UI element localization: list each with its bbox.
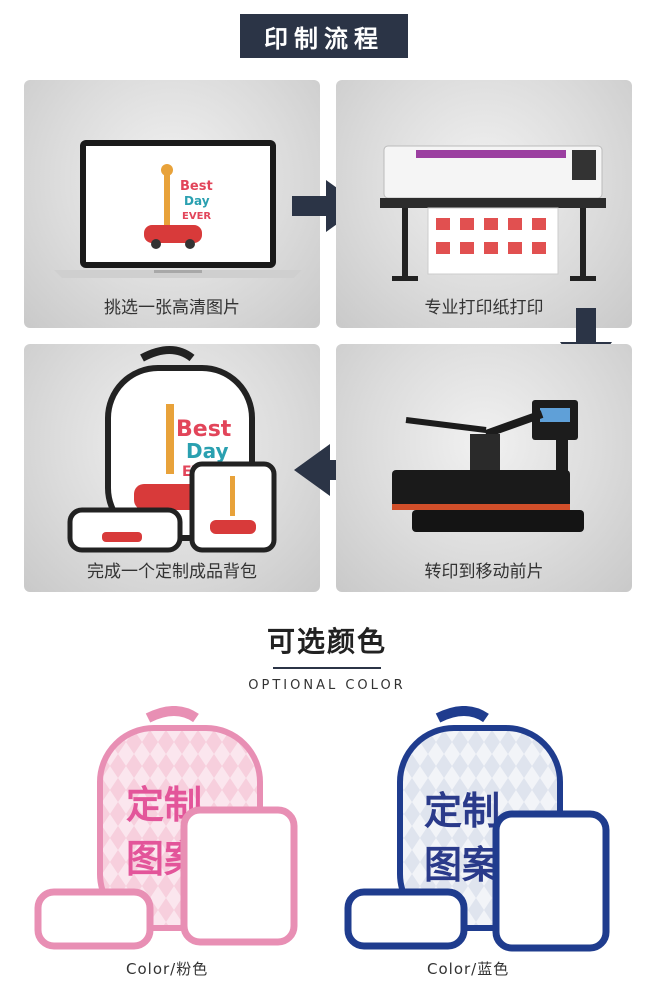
artwork-text-day: Day <box>184 194 210 208</box>
arrow-down-icon <box>560 308 612 378</box>
step-panel-finished-backpack: Best Day EVER 完成一个定制成品背包 <box>24 344 320 592</box>
step-caption: 专业打印纸打印 <box>424 298 544 318</box>
step-caption: 完成一个定制成品背包 <box>87 562 257 582</box>
arrow-left-icon <box>294 444 364 496</box>
backpack-set-illustration: Best Day EVER <box>67 346 277 553</box>
step-panel-select-image: Best Day EVER 挑选一张高清图片 <box>24 80 320 328</box>
process-title: 印制流程 <box>264 24 384 53</box>
color-option-blue-label: Color/蓝色 <box>427 960 510 978</box>
color-option-pink-label: Color/粉色 <box>126 960 209 978</box>
colors-section-title: 可选颜色 <box>266 625 387 658</box>
blue-backpack-set: 定制 图案 <box>344 706 610 952</box>
blue-print-text-line2: 图案 <box>424 843 501 887</box>
pink-backpack-set: 定制 图案 <box>34 706 298 950</box>
process-title-banner: 印制流程 <box>240 14 408 58</box>
artwork-text-best: Best <box>180 179 213 194</box>
step-caption: 挑选一张高清图片 <box>104 298 240 318</box>
laptop-illustration: Best Day EVER <box>54 140 302 278</box>
heat-press-illustration <box>392 400 584 532</box>
step-panel-print-paper: 专业打印纸打印 <box>336 80 632 328</box>
arrow-right-icon <box>292 180 362 232</box>
artwork-text-day: Day <box>186 439 229 463</box>
step-panel-heat-transfer: 转印到移动前片 <box>336 344 632 592</box>
colors-section-subtitle: OPTIONAL COLOR <box>248 678 406 693</box>
colors-section-divider <box>273 667 381 669</box>
artwork-text-best: Best <box>176 417 232 442</box>
blue-print-text-line1: 定制 <box>424 789 500 833</box>
printer-illustration <box>380 145 606 281</box>
step-caption: 转印到移动前片 <box>424 562 544 582</box>
artwork-text-ever: EVER <box>182 211 211 222</box>
